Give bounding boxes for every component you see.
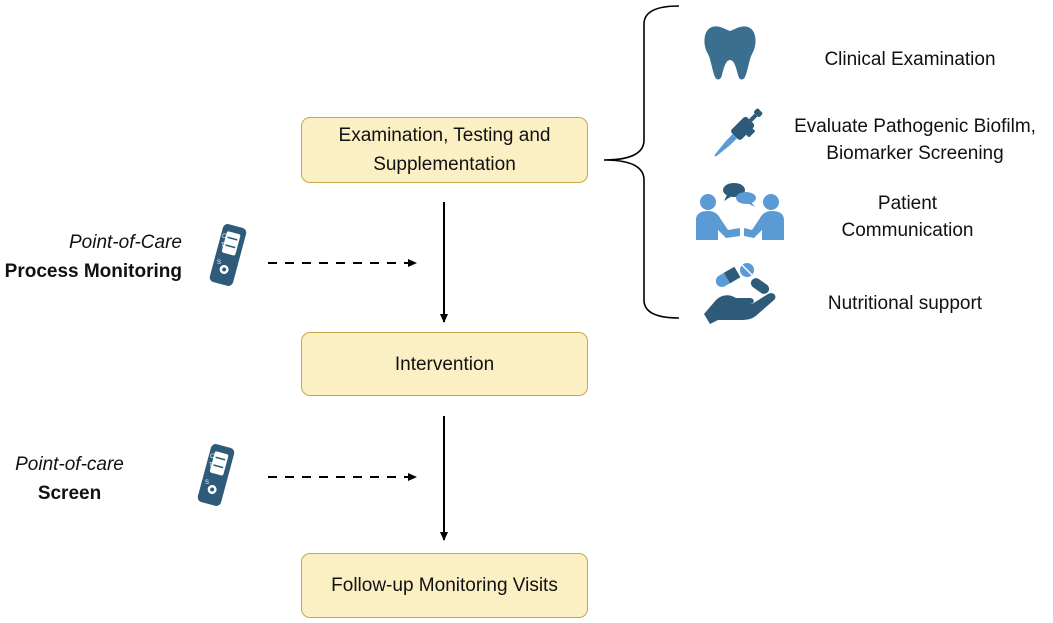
intervention-label: Intervention: [394, 353, 495, 375]
strip-letter-s: S: [205, 480, 209, 486]
followup-box: Follow-up Monitoring Visits: [301, 553, 588, 618]
biofilm-line1: Evaluate Pathogenic Biofilm,: [794, 116, 1036, 137]
biofilm-line2: Biomarker Screening: [826, 143, 1004, 164]
poc-process-monitoring-label: Point-of-Care Process Monitoring: [0, 228, 182, 286]
strip-letter-c: C: [210, 454, 215, 460]
poc-process-italic: Point-of-Care: [69, 232, 182, 253]
patient-communication-label: Patient Communication: [800, 190, 1015, 244]
communication-line2: Communication: [841, 220, 974, 241]
strip-letter-c: C: [222, 234, 227, 240]
pills-hand-icon: [704, 263, 776, 324]
poc-process-bold: Process Monitoring: [4, 261, 182, 282]
communication-icon: [696, 183, 784, 240]
nutritional-support-label: Nutritional support: [790, 290, 1020, 317]
intervention-box: Intervention: [301, 332, 588, 396]
tooth-icon: [704, 26, 756, 80]
poc-screen-label: Point-of-care Screen: [0, 450, 139, 508]
poc-screen-italic: Point-of-care: [15, 454, 124, 475]
test-strip-icon: C T S: [197, 444, 235, 506]
strip-letter-s: S: [217, 260, 221, 266]
test-strip-icon: C T S: [209, 224, 247, 286]
exam-testing-box: Examination, Testing and Supplementation: [301, 117, 588, 183]
clinical-examination-label: Clinical Examination: [790, 46, 1030, 73]
communication-line1: Patient: [877, 193, 938, 214]
curly-brace: [603, 5, 680, 319]
strip-letter-t: T: [221, 243, 225, 249]
clinical-examination-text: Clinical Examination: [824, 49, 996, 70]
nutritional-support-text: Nutritional support: [827, 293, 983, 314]
exam-box-line2: Supplementation: [373, 154, 516, 175]
strip-letter-t: T: [209, 463, 213, 469]
followup-label: Follow-up Monitoring Visits: [331, 575, 558, 596]
poc-screen-bold: Screen: [37, 483, 102, 504]
exam-box-line1: Examination, Testing and: [338, 125, 551, 146]
biofilm-biomarker-label: Evaluate Pathogenic Biofilm, Biomarker S…: [780, 113, 1050, 167]
pipette-icon: [714, 108, 763, 157]
